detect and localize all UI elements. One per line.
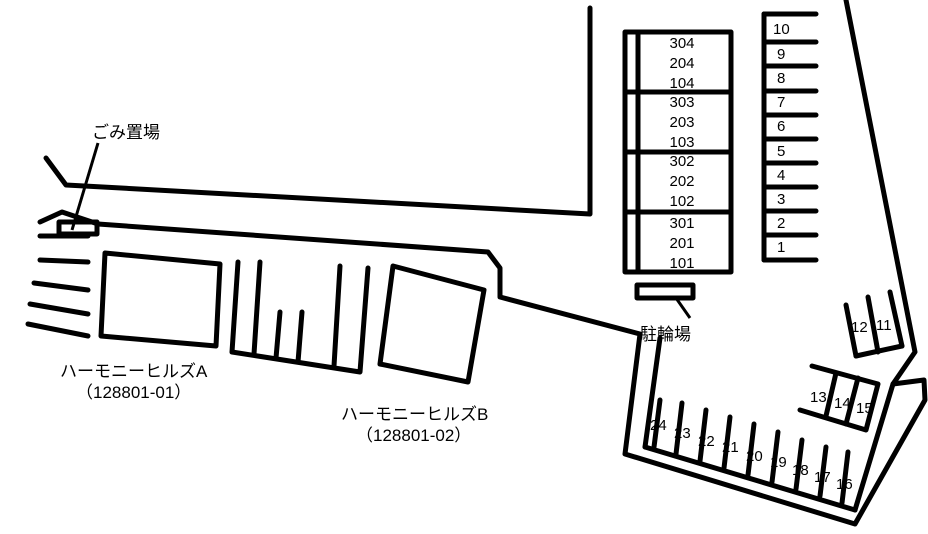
garbage-leader xyxy=(70,142,100,231)
parking-number: 4 xyxy=(777,167,785,184)
parking-number: 6 xyxy=(777,118,785,135)
room-number: 203 xyxy=(669,114,694,131)
parking-number: 17 xyxy=(814,469,831,486)
parking-numbers-right: 10 9 8 7 6 5 4 3 2 1 xyxy=(773,21,790,256)
parking-number: 24 xyxy=(650,417,667,434)
bicycle-leader xyxy=(674,297,692,319)
building-a-name: ハーモニーヒルズA xyxy=(60,362,208,381)
parking-number: 15 xyxy=(856,400,873,417)
room-number: 102 xyxy=(669,193,694,210)
parking-number: 2 xyxy=(777,215,785,232)
apartment-block xyxy=(622,29,734,275)
room-number: 204 xyxy=(669,55,694,72)
parking-number: 22 xyxy=(698,433,715,450)
parking-number: 9 xyxy=(777,46,785,63)
road-outline xyxy=(37,0,928,527)
parking-number: 21 xyxy=(722,439,739,456)
building-a-code: （128801-01） xyxy=(76,383,191,402)
room-number: 202 xyxy=(669,173,694,190)
parking-number: 11 xyxy=(876,317,892,334)
building-b-code: （128801-02） xyxy=(356,426,471,445)
parking-number: 19 xyxy=(770,454,787,471)
parking-13-15 xyxy=(797,363,881,433)
parking-number: 3 xyxy=(777,191,785,208)
room-number: 103 xyxy=(669,134,694,151)
parking-number: 1 xyxy=(777,239,785,256)
parking-number: 23 xyxy=(674,425,691,442)
room-number: 302 xyxy=(669,153,694,170)
parking-number: 7 xyxy=(777,94,785,111)
room-number: 104 xyxy=(669,75,694,92)
room-number: 301 xyxy=(669,215,694,232)
parking-number: 20 xyxy=(746,448,763,465)
room-number: 303 xyxy=(669,94,694,111)
bottom-parking-lines xyxy=(651,397,851,506)
parking-number: 18 xyxy=(792,462,809,479)
parking-number: 13 xyxy=(810,389,827,406)
garbage-area xyxy=(56,219,100,237)
parking-11-12 xyxy=(843,289,905,359)
parking-numbers-bottom: 24 23 22 21 20 19 18 17 16 xyxy=(650,417,853,493)
room-number: 101 xyxy=(669,255,694,272)
building-b-name: ハーモニーヒルズB xyxy=(341,405,488,424)
middle-parking-lines xyxy=(229,259,371,375)
bicycle-label: 駐輪場 xyxy=(640,325,691,344)
building-b xyxy=(377,263,487,385)
building-a xyxy=(98,250,223,349)
parking-number: 14 xyxy=(834,395,851,412)
room-number: 304 xyxy=(669,35,694,52)
left-parking-lines xyxy=(25,233,91,339)
right-parking-column xyxy=(761,11,819,263)
parking-numbers-13-15: 13 14 15 xyxy=(810,389,873,417)
bicycle-parking xyxy=(634,282,696,301)
parking-number: 8 xyxy=(777,70,785,87)
parking-number: 12 xyxy=(851,319,868,336)
garbage-label: ごみ置場 xyxy=(92,123,160,142)
room-number: 201 xyxy=(669,235,694,252)
parking-number: 16 xyxy=(836,476,853,493)
parking-number: 5 xyxy=(777,143,785,160)
room-numbers: 304 204 104 303 203 103 302 202 102 301 … xyxy=(669,35,694,272)
parking-numbers-11-12: 12 11 xyxy=(851,317,892,336)
parking-number: 10 xyxy=(773,21,790,38)
